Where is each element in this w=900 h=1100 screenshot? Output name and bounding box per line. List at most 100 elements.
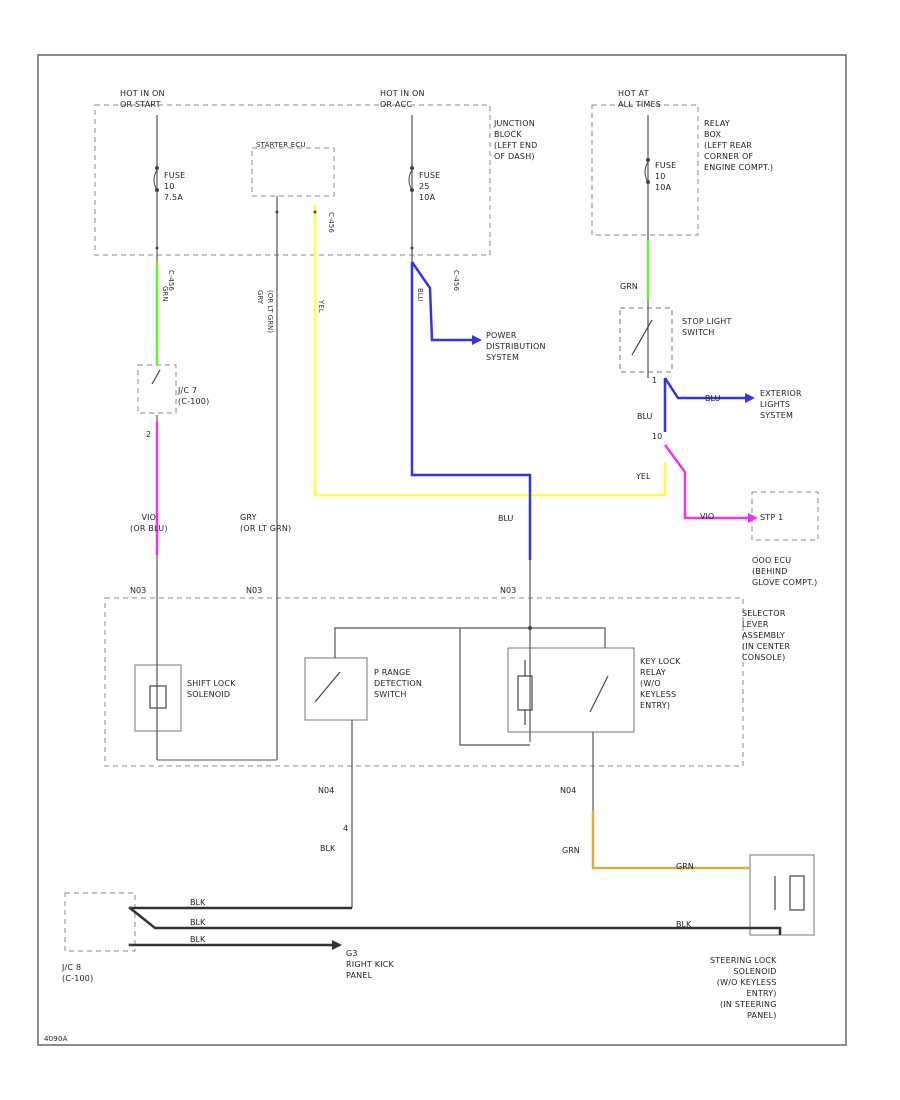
rb-line1: RELAY (704, 119, 730, 128)
pin-4-label: 4 (343, 824, 349, 833)
vio-line1: VIO (141, 513, 157, 522)
sls-line1: STOP LIGHT (682, 317, 732, 326)
relay-box-label: RELAY BOX (LEFT REAR CORNER OF ENGINE CO… (704, 118, 773, 173)
wire-yellow (313, 205, 667, 497)
sel-line2: LEVER (742, 620, 769, 629)
jc8-line2: (C-100) (62, 974, 94, 983)
fuse-1-line2: 10 (164, 182, 175, 191)
shift-line2: SOLENOID (187, 690, 231, 699)
wire-gry-lower-label: GRY (OR LT GRN) (240, 512, 291, 534)
hot-ign-left-label: HOT IN ON OR START (120, 88, 165, 110)
jb-line3: (LEFT END (494, 141, 538, 150)
fuse-2-line2: 25 (419, 182, 430, 191)
fuse-1-line1: FUSE (164, 171, 186, 180)
ooo-ecu-label: OOO ECU (BEHIND GLOVE COMPT.) (752, 555, 817, 588)
p-range-label: P RANGE DETECTION SWITCH (374, 667, 422, 700)
footer-code: 4090A (44, 1035, 68, 1043)
stp-arrow (748, 513, 758, 523)
wire-gry-left-label: GRY (256, 290, 264, 305)
shift-lock-label: SHIFT LOCK SOLENOID (187, 678, 236, 700)
el-line1: EXTERIOR (760, 389, 802, 398)
pin-n2-label: N03 (246, 586, 263, 595)
fuse-2-label: FUSE 25 10A (419, 170, 440, 203)
kl-line2: RELAY (640, 668, 666, 677)
kl-line5: ENTRY) (640, 701, 671, 710)
prange-line1: P RANGE (374, 668, 411, 677)
stop-light-switch-label: STOP LIGHT SWITCH (682, 316, 732, 338)
stop-switch-contact (631, 319, 653, 356)
sel-line5: CONSOLE) (742, 653, 786, 662)
p-range-switch-contact (314, 671, 341, 703)
relay-box-box (591, 104, 699, 236)
wire-blue-power (410, 261, 472, 342)
jb-line1: JUNCTION (494, 119, 535, 128)
shift-line1: SHIFT LOCK (187, 679, 236, 688)
stp-wire-label: VIO (700, 512, 715, 521)
starter-ecu-label: STARTER ECU (256, 141, 306, 149)
fuse-2-line1: FUSE (419, 171, 441, 180)
wire-tan (591, 810, 750, 870)
selector-assembly-box (104, 597, 744, 767)
rb-line2: BOX (704, 130, 722, 139)
hot-all-times-label: HOT AT ALL TIMES (618, 88, 661, 110)
shift-lock-solenoid-box (134, 664, 182, 732)
junction-block-box (94, 104, 491, 256)
fuse-3-line3: 10A (655, 183, 672, 192)
junction-block-label: JUNCTION BLOCK (LEFT END OF DASH) (494, 118, 538, 162)
fuse-1-line3: 7.5A (164, 193, 183, 202)
rb-line5: ENGINE COMPT.) (704, 163, 774, 172)
rb-line3: (LEFT REAR (704, 141, 753, 150)
stp-box (751, 491, 819, 541)
ecu-line2: (BEHIND (752, 567, 788, 576)
fuse-3-line2: 10 (655, 172, 666, 181)
wire-grn-right-label: GRN (620, 282, 638, 291)
hot-ign-mid-label: HOT IN ON OR ACC (380, 88, 425, 110)
kl-line4: KEYLESS (640, 690, 677, 699)
el-line2: LIGHTS (760, 400, 791, 409)
sel-line1: SELECTOR (742, 609, 786, 618)
jc7-box (137, 364, 177, 414)
fuse-3-label: FUSE 10 10A (655, 160, 676, 193)
stop-light-switch-box (619, 307, 673, 373)
exterior-lights-arrow (745, 393, 755, 403)
sl-line4: ENTRY) (746, 989, 777, 998)
g3-line3: PANEL (346, 971, 373, 980)
jc7-line2: (C-100) (178, 397, 210, 406)
key-lock-switch-contact (589, 675, 609, 713)
jc7-line1: J/C 7 (178, 386, 198, 395)
rb-line4: CORNER OF (704, 152, 754, 161)
g3-line1: G3 (346, 949, 358, 958)
ecu-line3: GLOVE COMPT.) (752, 578, 818, 587)
pin-n4-label: N04 (318, 786, 335, 795)
jb-line4: OF DASH) (494, 152, 535, 161)
sl-line2: SOLENOID (733, 967, 777, 976)
hot-all-times-line1: HOT AT (618, 89, 649, 98)
fuse-3-line1: FUSE (655, 161, 677, 170)
wire-blue-main (410, 262, 532, 560)
connector-mid-label: C-456 (327, 212, 335, 233)
wire-blk-mid-label: BLK (320, 844, 336, 853)
gry-lower-line2: (OR LT GRN) (240, 524, 292, 533)
exterior-lights-label: EXTERIOR LIGHTS SYSTEM (760, 388, 802, 421)
kl-line3: (W/O (640, 679, 661, 688)
key-lock-label: KEY LOCK RELAY (W/O KEYLESS ENTRY) (640, 656, 681, 711)
pin-n1-label: N03 (130, 586, 147, 595)
connector-right-label: C-456 (452, 270, 460, 291)
p-range-switch-box (304, 657, 368, 721)
wire-grn-left-label: GRN (161, 286, 169, 302)
pd-line1: POWER (486, 331, 517, 340)
power-distribution-label: POWER DISTRIBUTION SYSTEM (486, 330, 546, 363)
pd-line3: SYSTEM (486, 353, 520, 362)
jc8-label: J/C 8 (C-100) (62, 962, 93, 984)
diagram-frame (37, 54, 847, 1046)
jc7-label: J/C 7 (C-100) (178, 385, 209, 407)
kl-line1: KEY LOCK (640, 657, 681, 666)
sls-line2: SWITCH (682, 328, 715, 337)
prange-line2: DETECTION (374, 679, 423, 688)
key-lock-relay-box (507, 647, 635, 733)
wire-yel-top-label: YEL (317, 300, 325, 313)
wire-blu-mid-label: BLU (416, 288, 424, 302)
wire-blk-1-label: BLK (190, 898, 206, 907)
gry-lower-line1: GRY (240, 513, 257, 522)
wire-blk-4-label: BLK (676, 920, 692, 929)
